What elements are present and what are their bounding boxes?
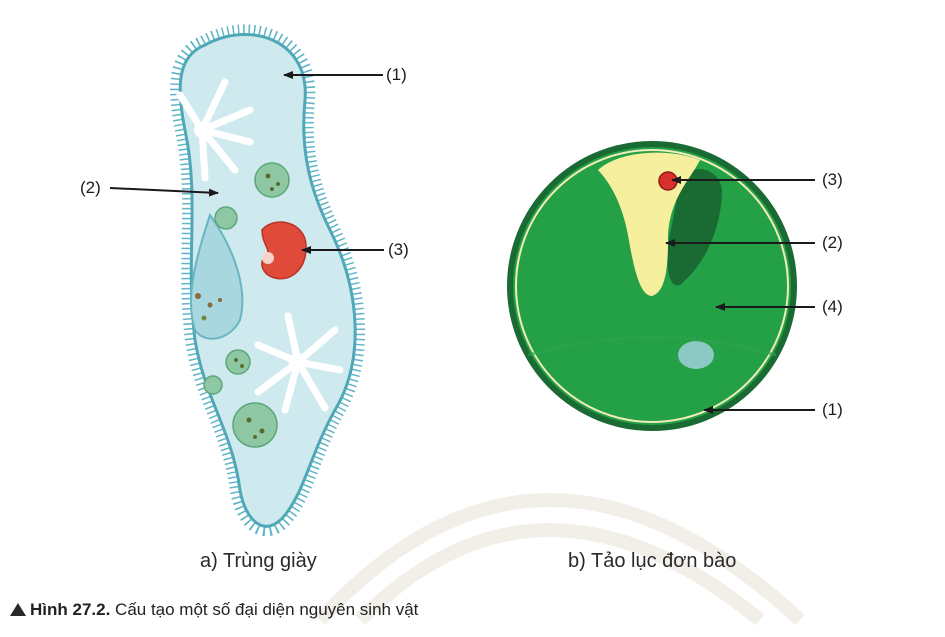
figure-number: Hình 27.2. (30, 600, 110, 619)
chlamydomonas (510, 144, 794, 428)
triangle-icon (10, 603, 26, 616)
figure-caption: Hình 27.2. Cấu tạo một số đại diện nguyê… (10, 600, 418, 620)
algae-label-3: (3) (822, 170, 843, 190)
paramecium-label-2: (2) (80, 178, 101, 198)
panel-b-subtitle: b) Tảo lục đơn bào (568, 550, 736, 573)
algae-label-1: (1) (822, 400, 843, 420)
pyrenoid (678, 341, 714, 369)
caption-text: Cấu tạo một số đại diện nguyên sinh vật (110, 600, 418, 619)
paramecium-label-1: (1) (386, 65, 407, 85)
micronucleus (262, 252, 274, 264)
panel-a-subtitle: a) Trùng giày (200, 550, 317, 573)
algae-label-4: (4) (822, 297, 843, 317)
algae-label-2: (2) (822, 233, 843, 253)
nucleus (262, 222, 306, 279)
paramecium (180, 34, 355, 526)
paramecium-label-3: (3) (388, 240, 409, 260)
